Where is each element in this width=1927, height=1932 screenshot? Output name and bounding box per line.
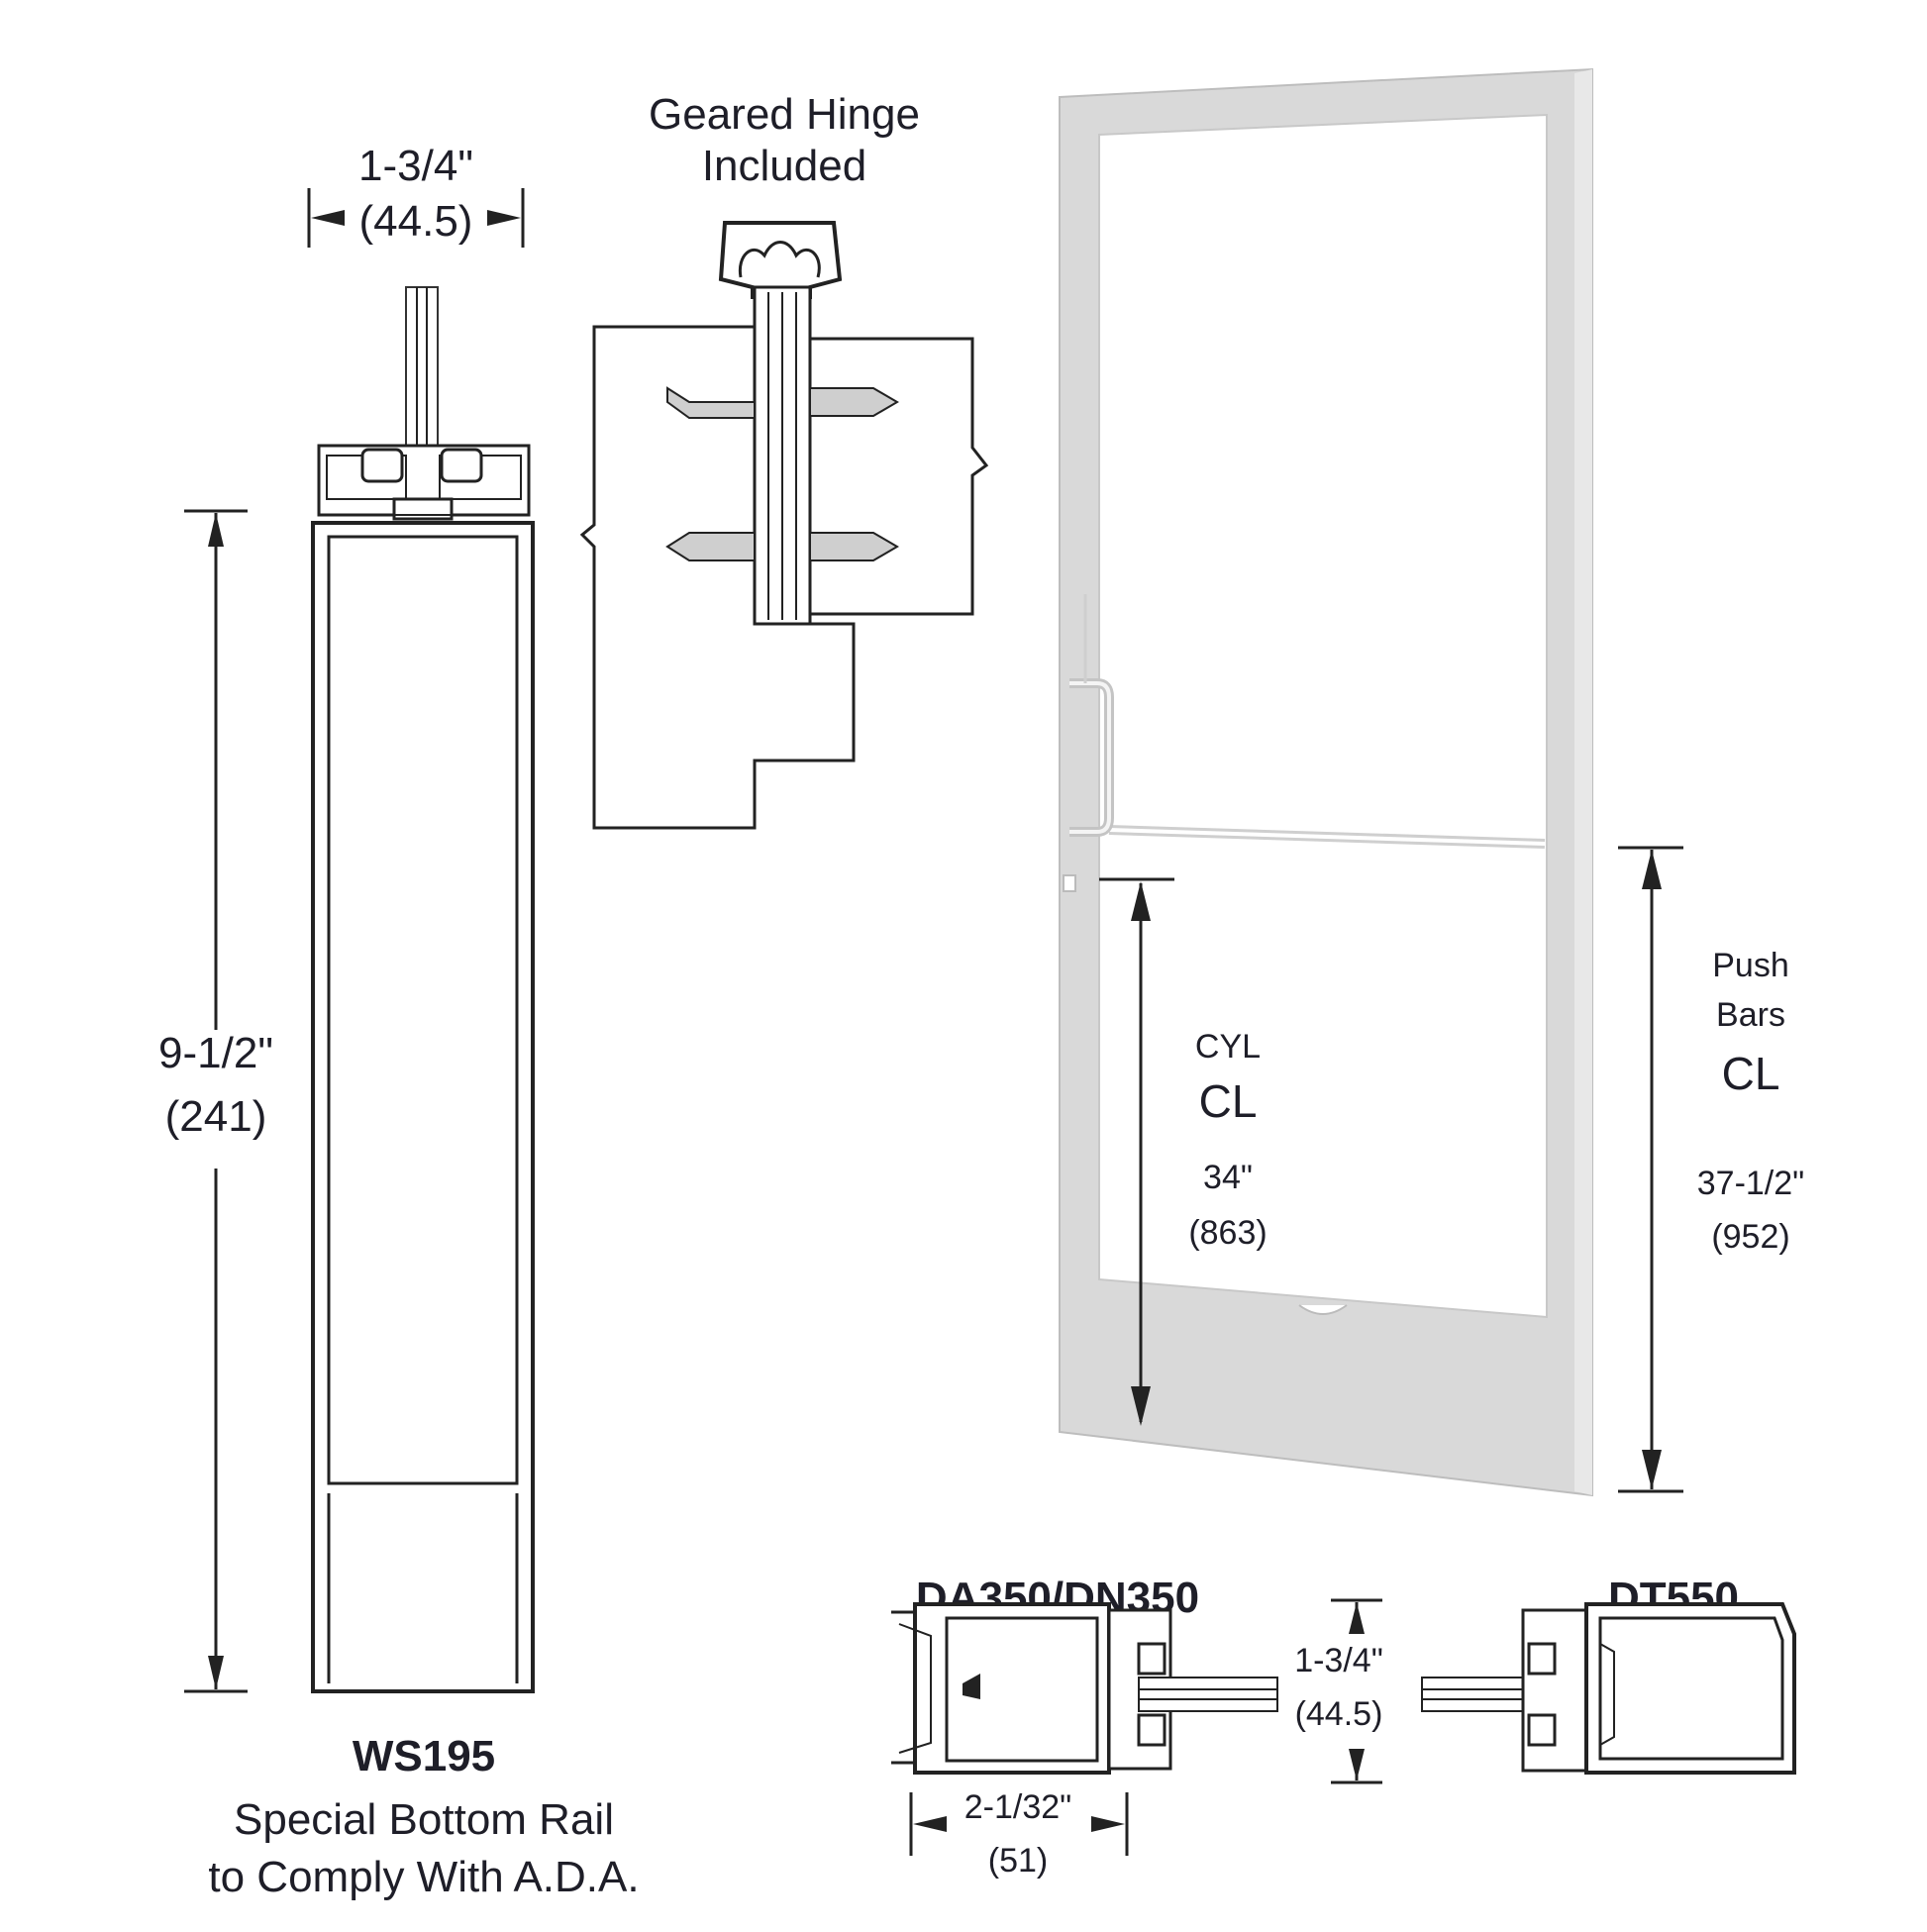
ws195-glazing-pocket [317,444,531,521]
ws195-width-dimension: 1-3/4" (44.5) [307,142,525,248]
bottom-pull-icon [1298,1304,1348,1315]
section-thickness-mm: (44.5) [1295,1695,1383,1733]
ws195-caption-line1: Special Bottom Rail [234,1795,614,1844]
ws195-width-inches: 1-3/4" [358,142,473,190]
da350-dn350-section: DA350/DN350 2-1/32" (51) [891,1574,1278,1880]
ws195-bottom-rail: 1-3/4" (44.5) [158,142,640,1901]
pull-handle [1069,594,1114,837]
ws195-caption-line2: to Comply With A.D.A. [208,1853,639,1901]
door-elevation: CYL CL 34" (863) Push Bars CL 37-1/2" (9… [1059,67,1804,1497]
push-bars-label-line2: Bars [1716,996,1785,1034]
push-bar-dimension: Push Bars CL 37-1/2" (952) [1618,846,1804,1493]
ws195-width-mm: (44.5) [359,197,473,246]
push-height-mm: (952) [1711,1218,1789,1256]
hinge-title-line1: Geared Hinge [649,90,920,139]
cyl-height-inches: 34" [1203,1159,1253,1196]
cyl-label: CYL [1195,1028,1261,1066]
geared-hinge-detail: Geared Hinge Included [579,90,989,830]
push-bars-label-line1: Push [1712,947,1789,984]
hinge-title-line2: Included [702,142,866,190]
push-height-inches: 37-1/2" [1697,1165,1804,1202]
section-thickness-inches: 1-3/4" [1294,1642,1383,1679]
svg-text:CL: CL [1722,1048,1780,1099]
push-bar [1108,825,1546,849]
cyl-height-mm: (863) [1188,1214,1267,1252]
door-glass [1098,113,1548,1319]
ws195-height-inches: 9-1/2" [158,1029,273,1077]
ws195-model-label: WS195 [353,1732,495,1780]
hinge-screws [665,386,899,561]
cylinder-lock-icon [1063,874,1076,892]
door-edge [1574,69,1592,1495]
cyl-centerline-icon: CL [1199,1075,1258,1127]
da350-depth-mm: (51) [988,1842,1048,1880]
svg-text:CL: CL [1199,1075,1258,1127]
section-thickness-dimension: 1-3/4" (44.5) [1294,1598,1383,1784]
cyl-dimension: CYL CL 34" (863) [1099,877,1268,1426]
ws195-rail-body [311,521,535,1693]
da350-depth-inches: 2-1/32" [964,1788,1071,1826]
da350-glass [1138,1677,1278,1712]
push-centerline-icon: CL [1722,1048,1780,1099]
dt550-section: DT550 [1421,1574,1796,1775]
ws195-height-dimension: 9-1/2" (241) [158,509,273,1693]
ws195-height-mm: (241) [165,1092,267,1141]
da350-depth-dimension: 2-1/32" (51) [909,1788,1129,1880]
